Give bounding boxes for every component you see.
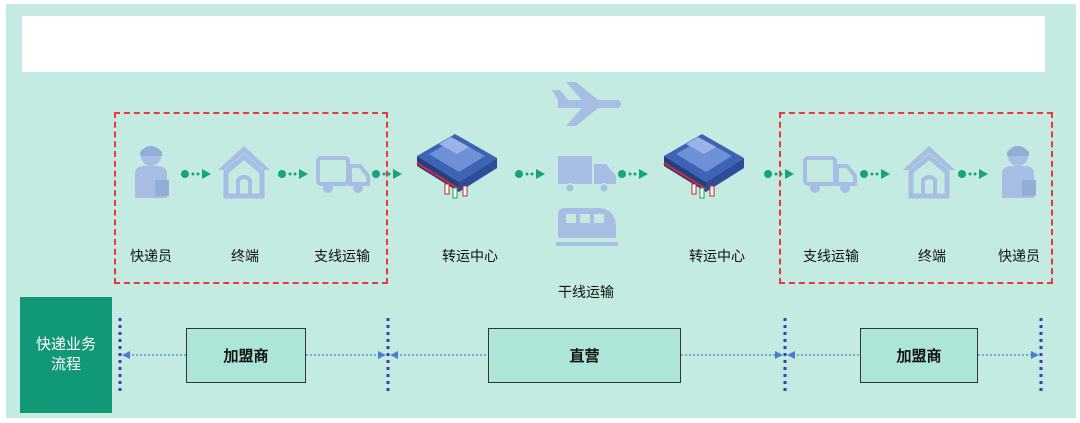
dot-arrow-icon (958, 169, 988, 179)
dot-arrow-icon (860, 169, 890, 179)
truck-icon (316, 156, 370, 195)
hub-label-right: 转运中心 (689, 248, 745, 264)
dot-arrow-icon (181, 169, 211, 179)
segment-franchise-left: 加盟商 (186, 328, 306, 383)
right-franchise-group-frame (779, 112, 1053, 284)
dot-arrow-icon (764, 169, 794, 179)
title-bar (22, 16, 1045, 72)
segment-franchise-right: 加盟商 (860, 328, 978, 383)
timeline-arrowheads (122, 351, 1039, 359)
hub-label-left: 转运中心 (442, 248, 498, 264)
segment-direct: 直营 (488, 328, 681, 383)
flow-badge: 快递业务 流程 (20, 297, 112, 413)
dot-arrow-icon (278, 169, 308, 179)
courier-icon (135, 146, 169, 198)
dot-arrow-icon (515, 169, 545, 179)
flow-badge-line2: 流程 (50, 356, 81, 373)
house-icon (218, 146, 270, 196)
courier-icon (1002, 146, 1036, 198)
house-icon (903, 146, 955, 196)
sorting-machine-icon (416, 133, 498, 199)
step-label-branch-transport: 支线运输 (314, 248, 370, 264)
dot-arrow-icon (372, 169, 402, 179)
flow-badge-line1: 快递业务 (35, 336, 96, 353)
sorting-machine-icon (663, 133, 745, 199)
airplane-icon (552, 82, 621, 126)
step-label-courier: 快递员 (998, 248, 1040, 264)
truck-icon (558, 156, 616, 193)
step-label-branch-transport: 支线运输 (803, 248, 859, 264)
step-label-terminal: 终端 (918, 248, 946, 264)
left-franchise-group-frame (114, 112, 388, 284)
step-label-terminal: 终端 (231, 248, 259, 264)
trunk-transport-label: 干线运输 (558, 284, 614, 300)
step-label-courier: 快递员 (130, 248, 172, 264)
train-icon (556, 208, 618, 246)
truck-icon (803, 156, 857, 195)
dot-arrow-icon (618, 169, 648, 179)
